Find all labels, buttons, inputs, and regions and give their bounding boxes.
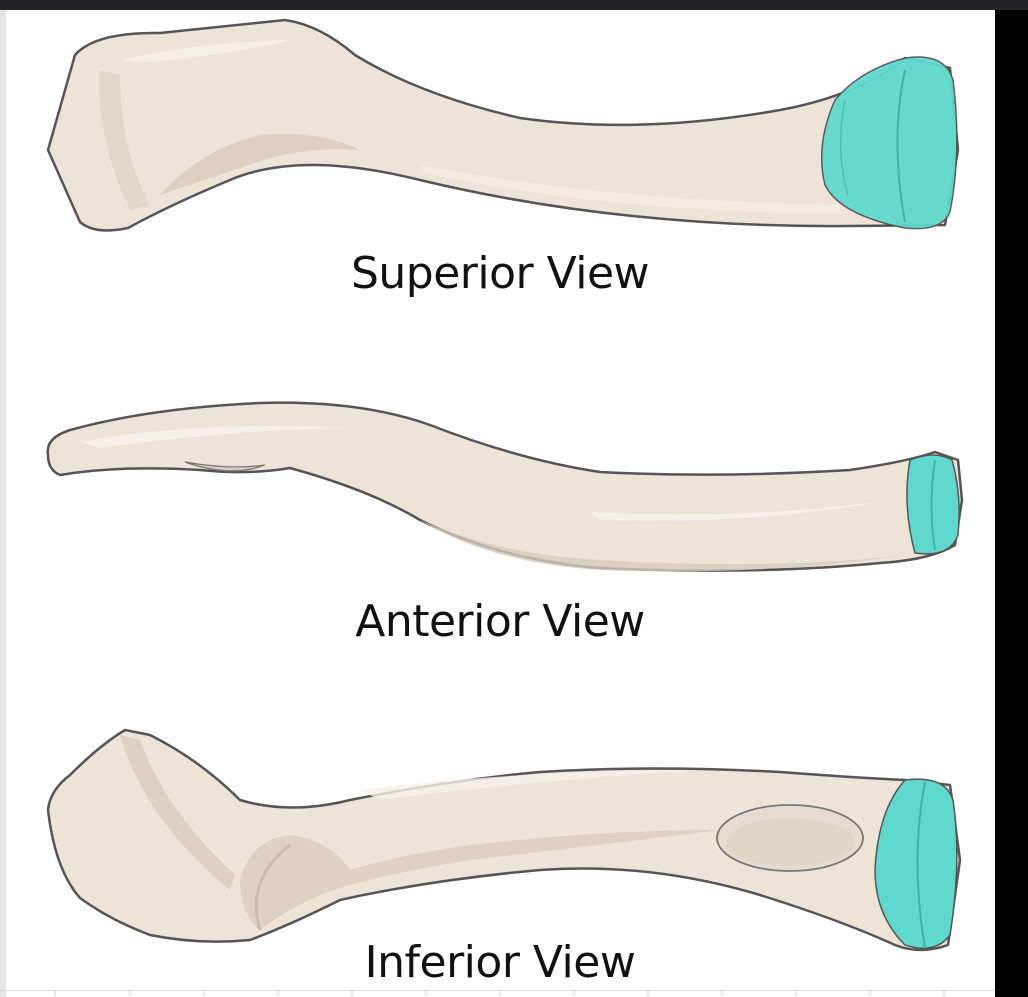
window-top-bar bbox=[0, 0, 1028, 10]
window-right-bar bbox=[995, 10, 1028, 997]
anterior-view-label: Anterior View bbox=[355, 596, 645, 647]
superior-view-bone bbox=[46, 18, 960, 232]
bottom-ruler bbox=[0, 990, 995, 996]
anterior-view-bone bbox=[46, 401, 964, 572]
window-left-edge bbox=[0, 10, 6, 997]
inferior-view-label: Inferior View bbox=[364, 937, 636, 988]
inferior-articular-surface bbox=[874, 778, 958, 950]
anterior-articular-surface bbox=[906, 454, 960, 555]
superior-articular-surface bbox=[820, 56, 958, 230]
superior-view-label: Superior View bbox=[350, 248, 650, 299]
inferior-view-bone bbox=[46, 728, 962, 952]
